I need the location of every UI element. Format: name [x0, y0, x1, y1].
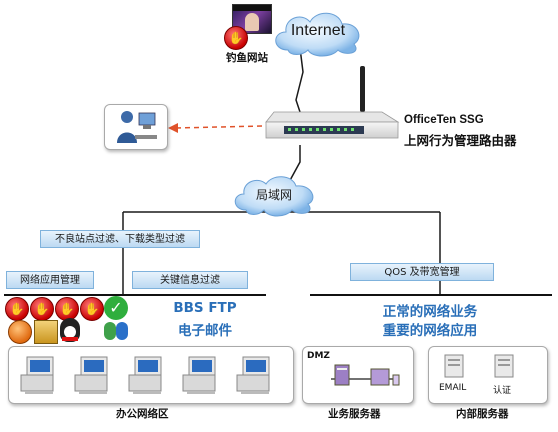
services-left-line2: 电子邮件 [178, 323, 232, 339]
business-server-panel: DMZ [302, 346, 414, 404]
left-divider-line [4, 294, 266, 296]
office-network-panel [8, 346, 294, 404]
block-hand-icon: ✋ [224, 26, 248, 50]
phishing-caption: 钓鱼网站 [226, 52, 268, 64]
app-icon-box [34, 320, 58, 344]
router-brand: OfficeTen SSG [404, 114, 484, 126]
auth-server-icon [494, 354, 514, 378]
router-subtitle: 上网行为管理路由器 [404, 133, 517, 148]
qos-bar: QOS 及带宽管理 [350, 263, 494, 281]
admin-dashed-arrow [175, 125, 263, 129]
services-right-line2: 重要的网络应用 [382, 323, 478, 339]
desktop-computer-icon [74, 356, 108, 394]
block-hand-icon: ✋ [30, 297, 54, 321]
router-device-icon [265, 66, 400, 139]
lan-label: 局域网 [255, 188, 292, 202]
admin-user-icon [117, 111, 157, 143]
site-filter-bar: 不良站点过滤、下载类型过滤 [40, 230, 200, 248]
app-management-bar: 网络应用管理 [6, 271, 94, 289]
desktop-computer-icon [182, 356, 216, 394]
dmz-label: DMZ [307, 351, 330, 361]
router-lan-link [287, 145, 301, 185]
right-divider-line [310, 294, 552, 296]
services-right-line1: 正常的网络业务 [382, 304, 478, 320]
admin-panel [104, 104, 168, 150]
email-server-label: EMAIL [439, 383, 467, 393]
desktop-computer-icon [236, 356, 270, 394]
messenger-icon [104, 320, 130, 342]
internet-router-link [295, 47, 304, 119]
admin-arrow-head [168, 123, 178, 133]
person-silhouette [245, 13, 259, 31]
app-icon-orange [8, 320, 32, 344]
block-hand-icon: ✋ [55, 297, 79, 321]
block-hand-icon: ✋ [80, 297, 104, 321]
block-hand-icon: ✋ [5, 297, 29, 321]
keyword-filter-bar: 关键信息过滤 [132, 271, 248, 289]
internal-servers-label: 内部服务器 [456, 408, 509, 420]
check-icon: ✓ [104, 296, 128, 320]
phishing-site-image [232, 4, 272, 34]
desktop-computer-icon [20, 356, 54, 394]
services-left-line1: BBS FTP [173, 300, 237, 316]
internet-label: Internet [290, 22, 346, 39]
server-switch-icon [331, 364, 400, 386]
qq-penguin-icon [60, 318, 80, 342]
desktop-computer-icon [128, 356, 162, 394]
office-zone-label: 办公网络区 [116, 408, 169, 420]
business-servers-label: 业务服务器 [328, 408, 381, 420]
internal-server-panel: EMAIL 认证 [428, 346, 548, 404]
lan-cloud-icon [234, 176, 314, 217]
email-server-icon [444, 354, 464, 378]
internet-cloud-icon [275, 12, 360, 57]
auth-server-label: 认证 [493, 386, 512, 396]
